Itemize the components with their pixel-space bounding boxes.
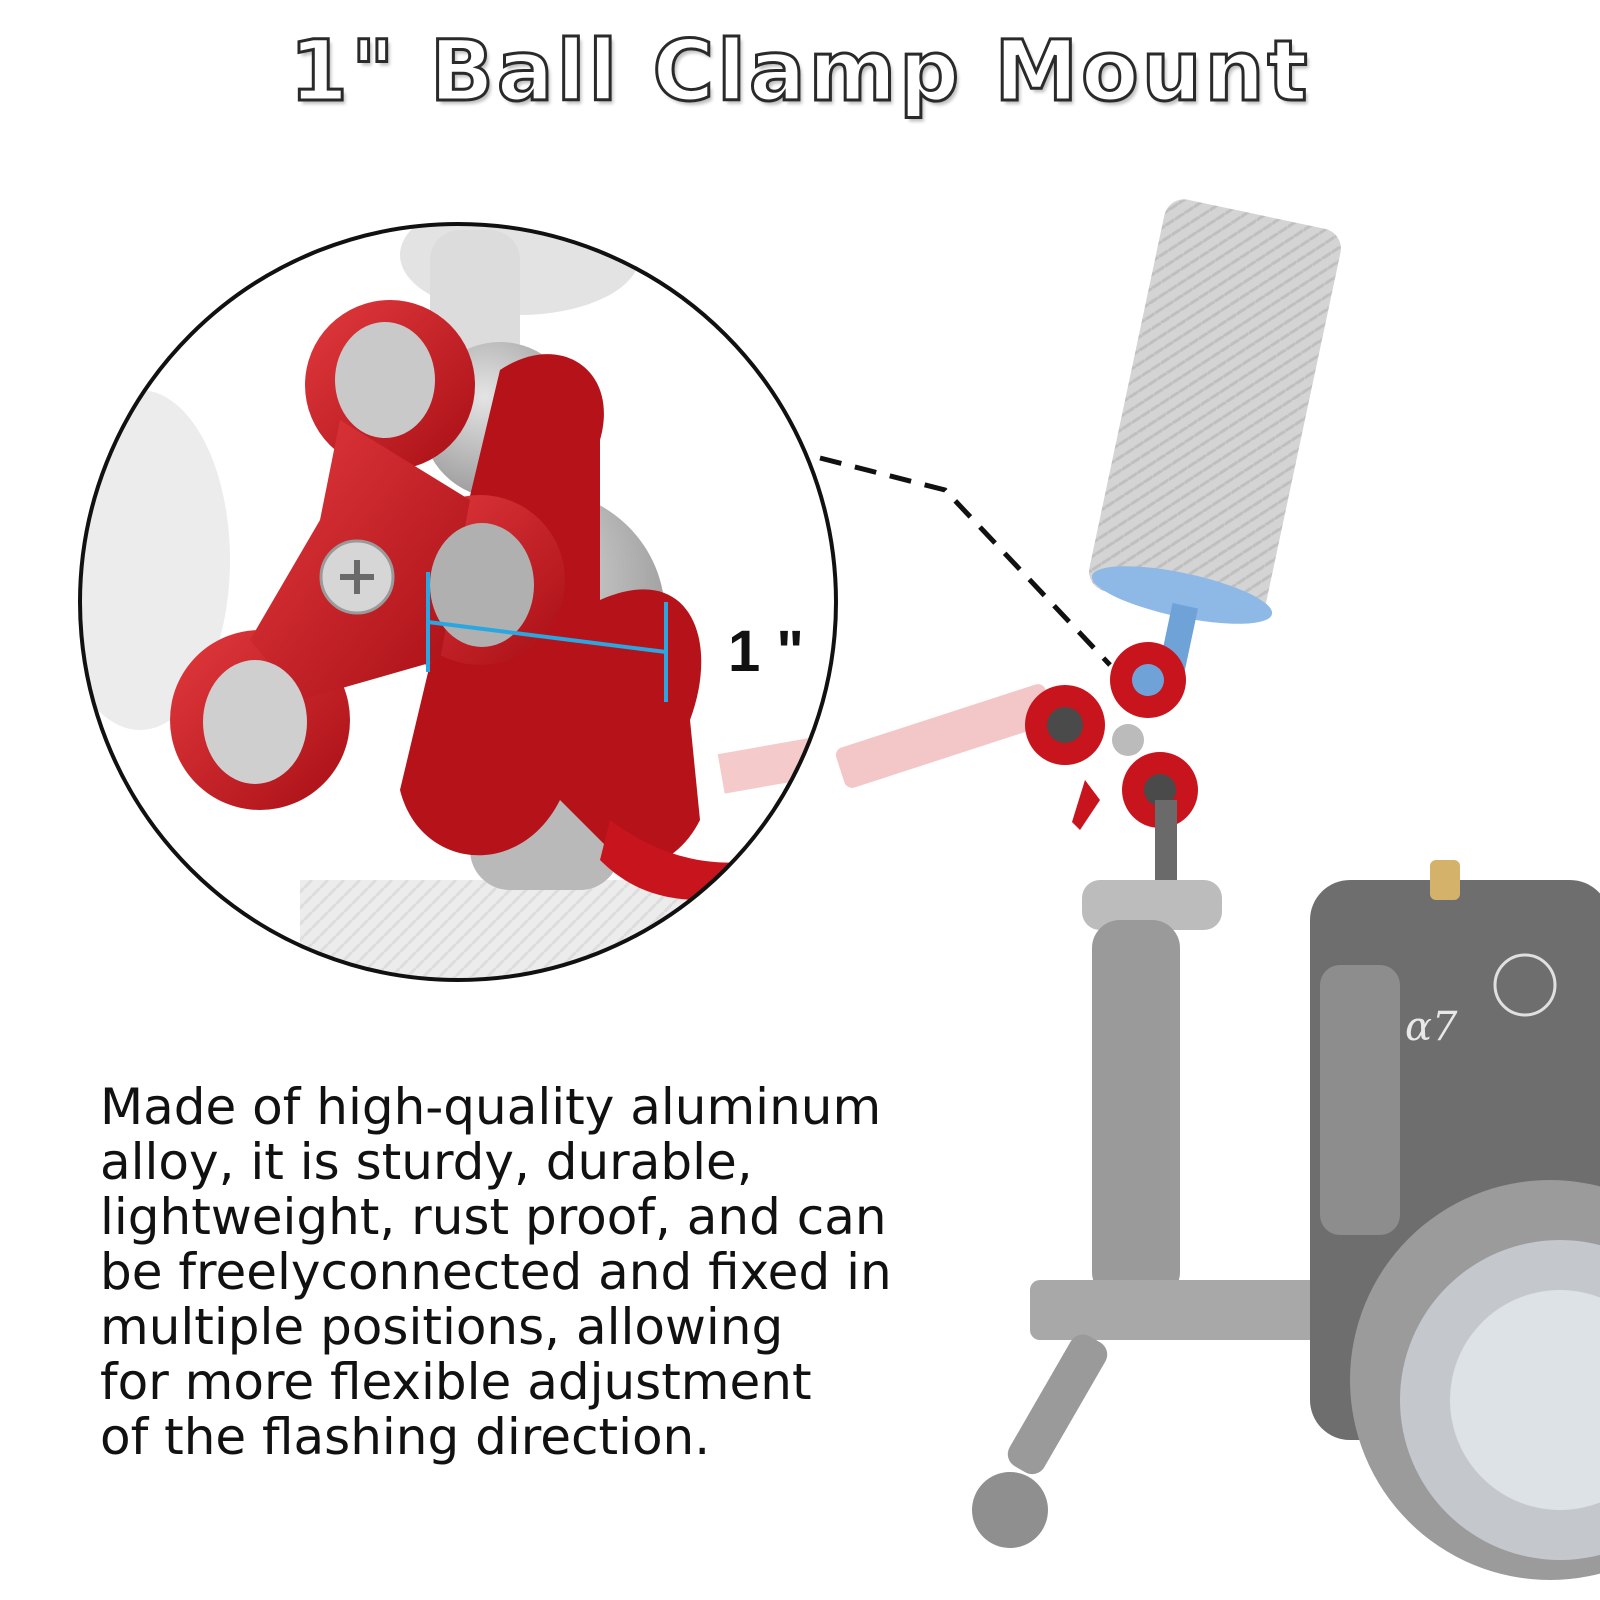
dashed-leader-line	[819, 455, 1112, 667]
camera-housing: α7	[1310, 860, 1600, 1580]
handle-grip	[972, 800, 1350, 1548]
description-line: be freelyconnected and fixed in	[100, 1243, 892, 1301]
description-line: for more flexible adjustment	[100, 1353, 812, 1411]
description-line: Made of high-quality aluminum	[100, 1078, 882, 1136]
description-line: alloy, it is sturdy, durable,	[100, 1133, 753, 1191]
description-line: lightweight, rust proof, and can	[100, 1188, 887, 1246]
description-line: of the flashing direction.	[100, 1408, 711, 1466]
dimension-indicator	[426, 572, 668, 702]
zoom-callout	[78, 222, 838, 982]
page-title: 1" Ball Clamp Mount	[288, 21, 1311, 122]
product-description: Made of high-quality aluminum alloy, it …	[100, 1080, 920, 1465]
carbon-arm	[1089, 199, 1341, 677]
model-badge: α7	[1405, 1004, 1458, 1050]
dimension-label: 1 "	[728, 619, 804, 684]
mini-ball-clamp	[835, 642, 1198, 830]
description-line: multiple positions, allowing	[100, 1298, 784, 1356]
